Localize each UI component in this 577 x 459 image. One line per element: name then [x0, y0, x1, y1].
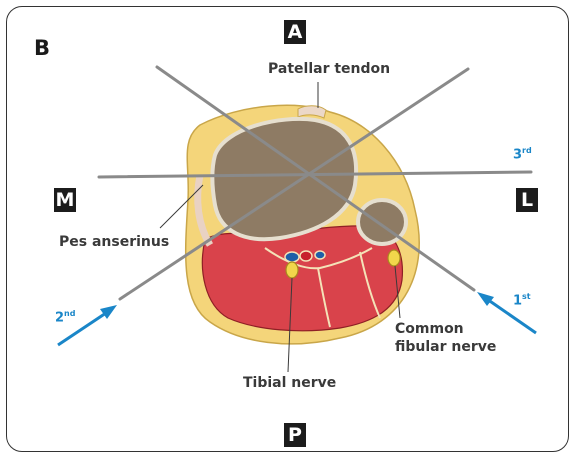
- pass-label-first: 1st: [513, 292, 531, 308]
- orientation-posterior: P: [284, 423, 306, 447]
- pass-number: 3: [513, 147, 522, 162]
- label-patellar-tendon: Patellar tendon: [268, 60, 390, 78]
- pass-label-third: 3rd: [513, 146, 532, 162]
- popliteal-vein: [285, 252, 299, 262]
- orientation-medial: M: [54, 188, 76, 212]
- label-pes-anserinus: Pes anserinus: [59, 233, 169, 251]
- orientation-lateral: L: [516, 188, 538, 212]
- common-fibular-nerve-structure: [388, 250, 400, 266]
- pass-label-second: 2nd: [55, 309, 75, 325]
- orientation-anterior: A: [284, 20, 306, 44]
- label-tibial-nerve: Tibial nerve: [243, 374, 336, 392]
- tibial-nerve-structure: [286, 262, 298, 278]
- popliteal-vein: [315, 251, 325, 259]
- pass-suffix: rd: [522, 146, 532, 155]
- label-common-fibular-nerve-line2: fibular nerve: [395, 338, 496, 356]
- pass-number: 1: [513, 293, 522, 308]
- popliteal-artery: [300, 251, 312, 261]
- pass-suffix: st: [522, 292, 531, 301]
- pass-number: 2: [55, 310, 64, 325]
- label-common-fibular-nerve: Common fibular nerve: [395, 320, 496, 356]
- label-common-fibular-nerve-line1: Common: [395, 320, 496, 338]
- pass-suffix: nd: [64, 309, 75, 318]
